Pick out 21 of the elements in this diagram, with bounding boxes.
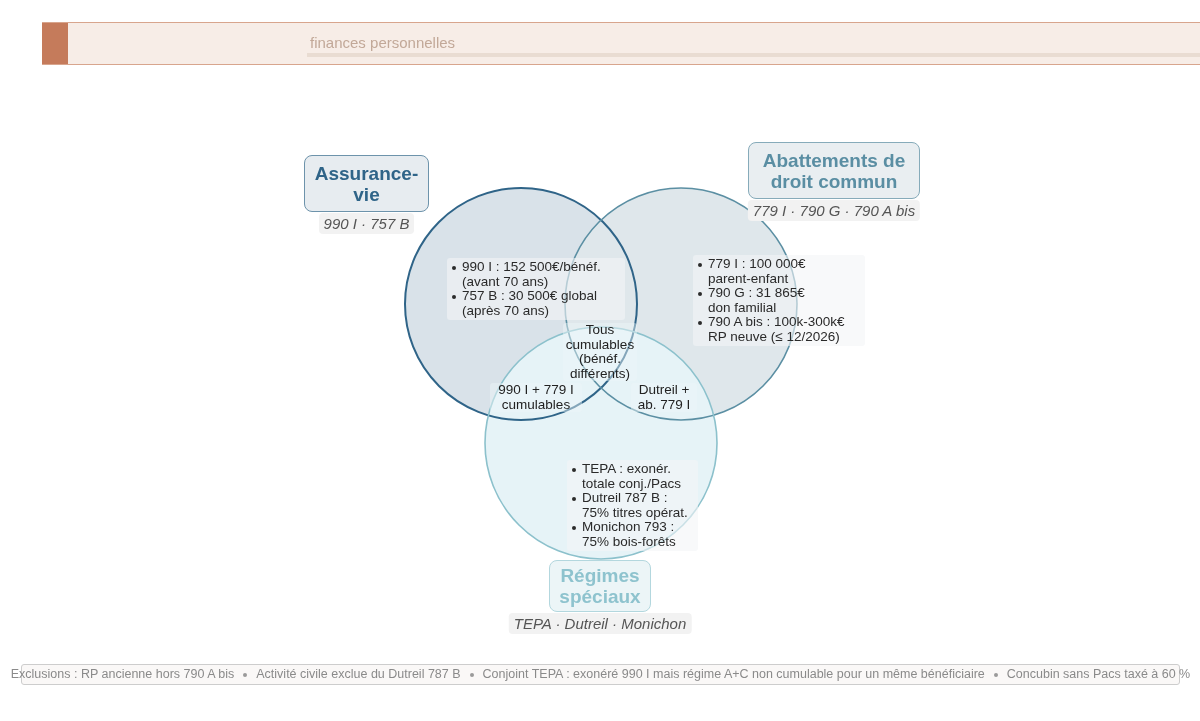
footer-note: Concubin sans Pacs taxé à 60 % [1006,667,1191,682]
caption-text: 779 I · 790 G · 790 A bis [747,200,921,221]
set-title: Abattements de droit commun [748,142,920,199]
footer-note: Conjoint TEPA : exonéré 990 I mais régime A+C non cumulable pour un même bénéficiaire [482,667,985,682]
bullet-text: 790 A bis : 100k-300k€ RP neuve (≤ 12/2026) [708,315,846,344]
overlap-label: Tous cumulables (bénéf. différents) [563,323,637,381]
bullet-text: 790 G : 31 865€ don familial [708,286,806,315]
bullet-text: 990 I : 152 500€/bénéf. (avant 70 ans) [462,260,602,289]
bullet-text: TEPA : exonér. totale conj./Pacs [582,462,683,491]
bullet-text: Dutreil 787 B : 75% titres opérat. [582,491,689,520]
caption-text: TEPA · Dutreil · Monichon [508,613,692,634]
overlap-label: 990 I + 779 I cumulables [490,383,582,412]
caption-text: 990 I · 757 B [318,213,415,234]
bullet-text: 779 I : 100 000€ parent-enfant [708,257,807,286]
bullet-text: 757 B : 30 500€ global (après 70 ans) [462,289,599,318]
set-title: Assurance-vie [304,155,429,212]
set-title: Régimes spéciaux [549,560,651,612]
footer-note: Activité civile exclue du Dutreil 787 B [256,667,461,682]
footer-note: Exclusions : RP ancienne hors 790 A bis [10,667,235,682]
bullet-text: Monichon 793 : 75% bois-forêts [582,520,676,549]
tagline-text: finances personnelles [310,34,456,51]
